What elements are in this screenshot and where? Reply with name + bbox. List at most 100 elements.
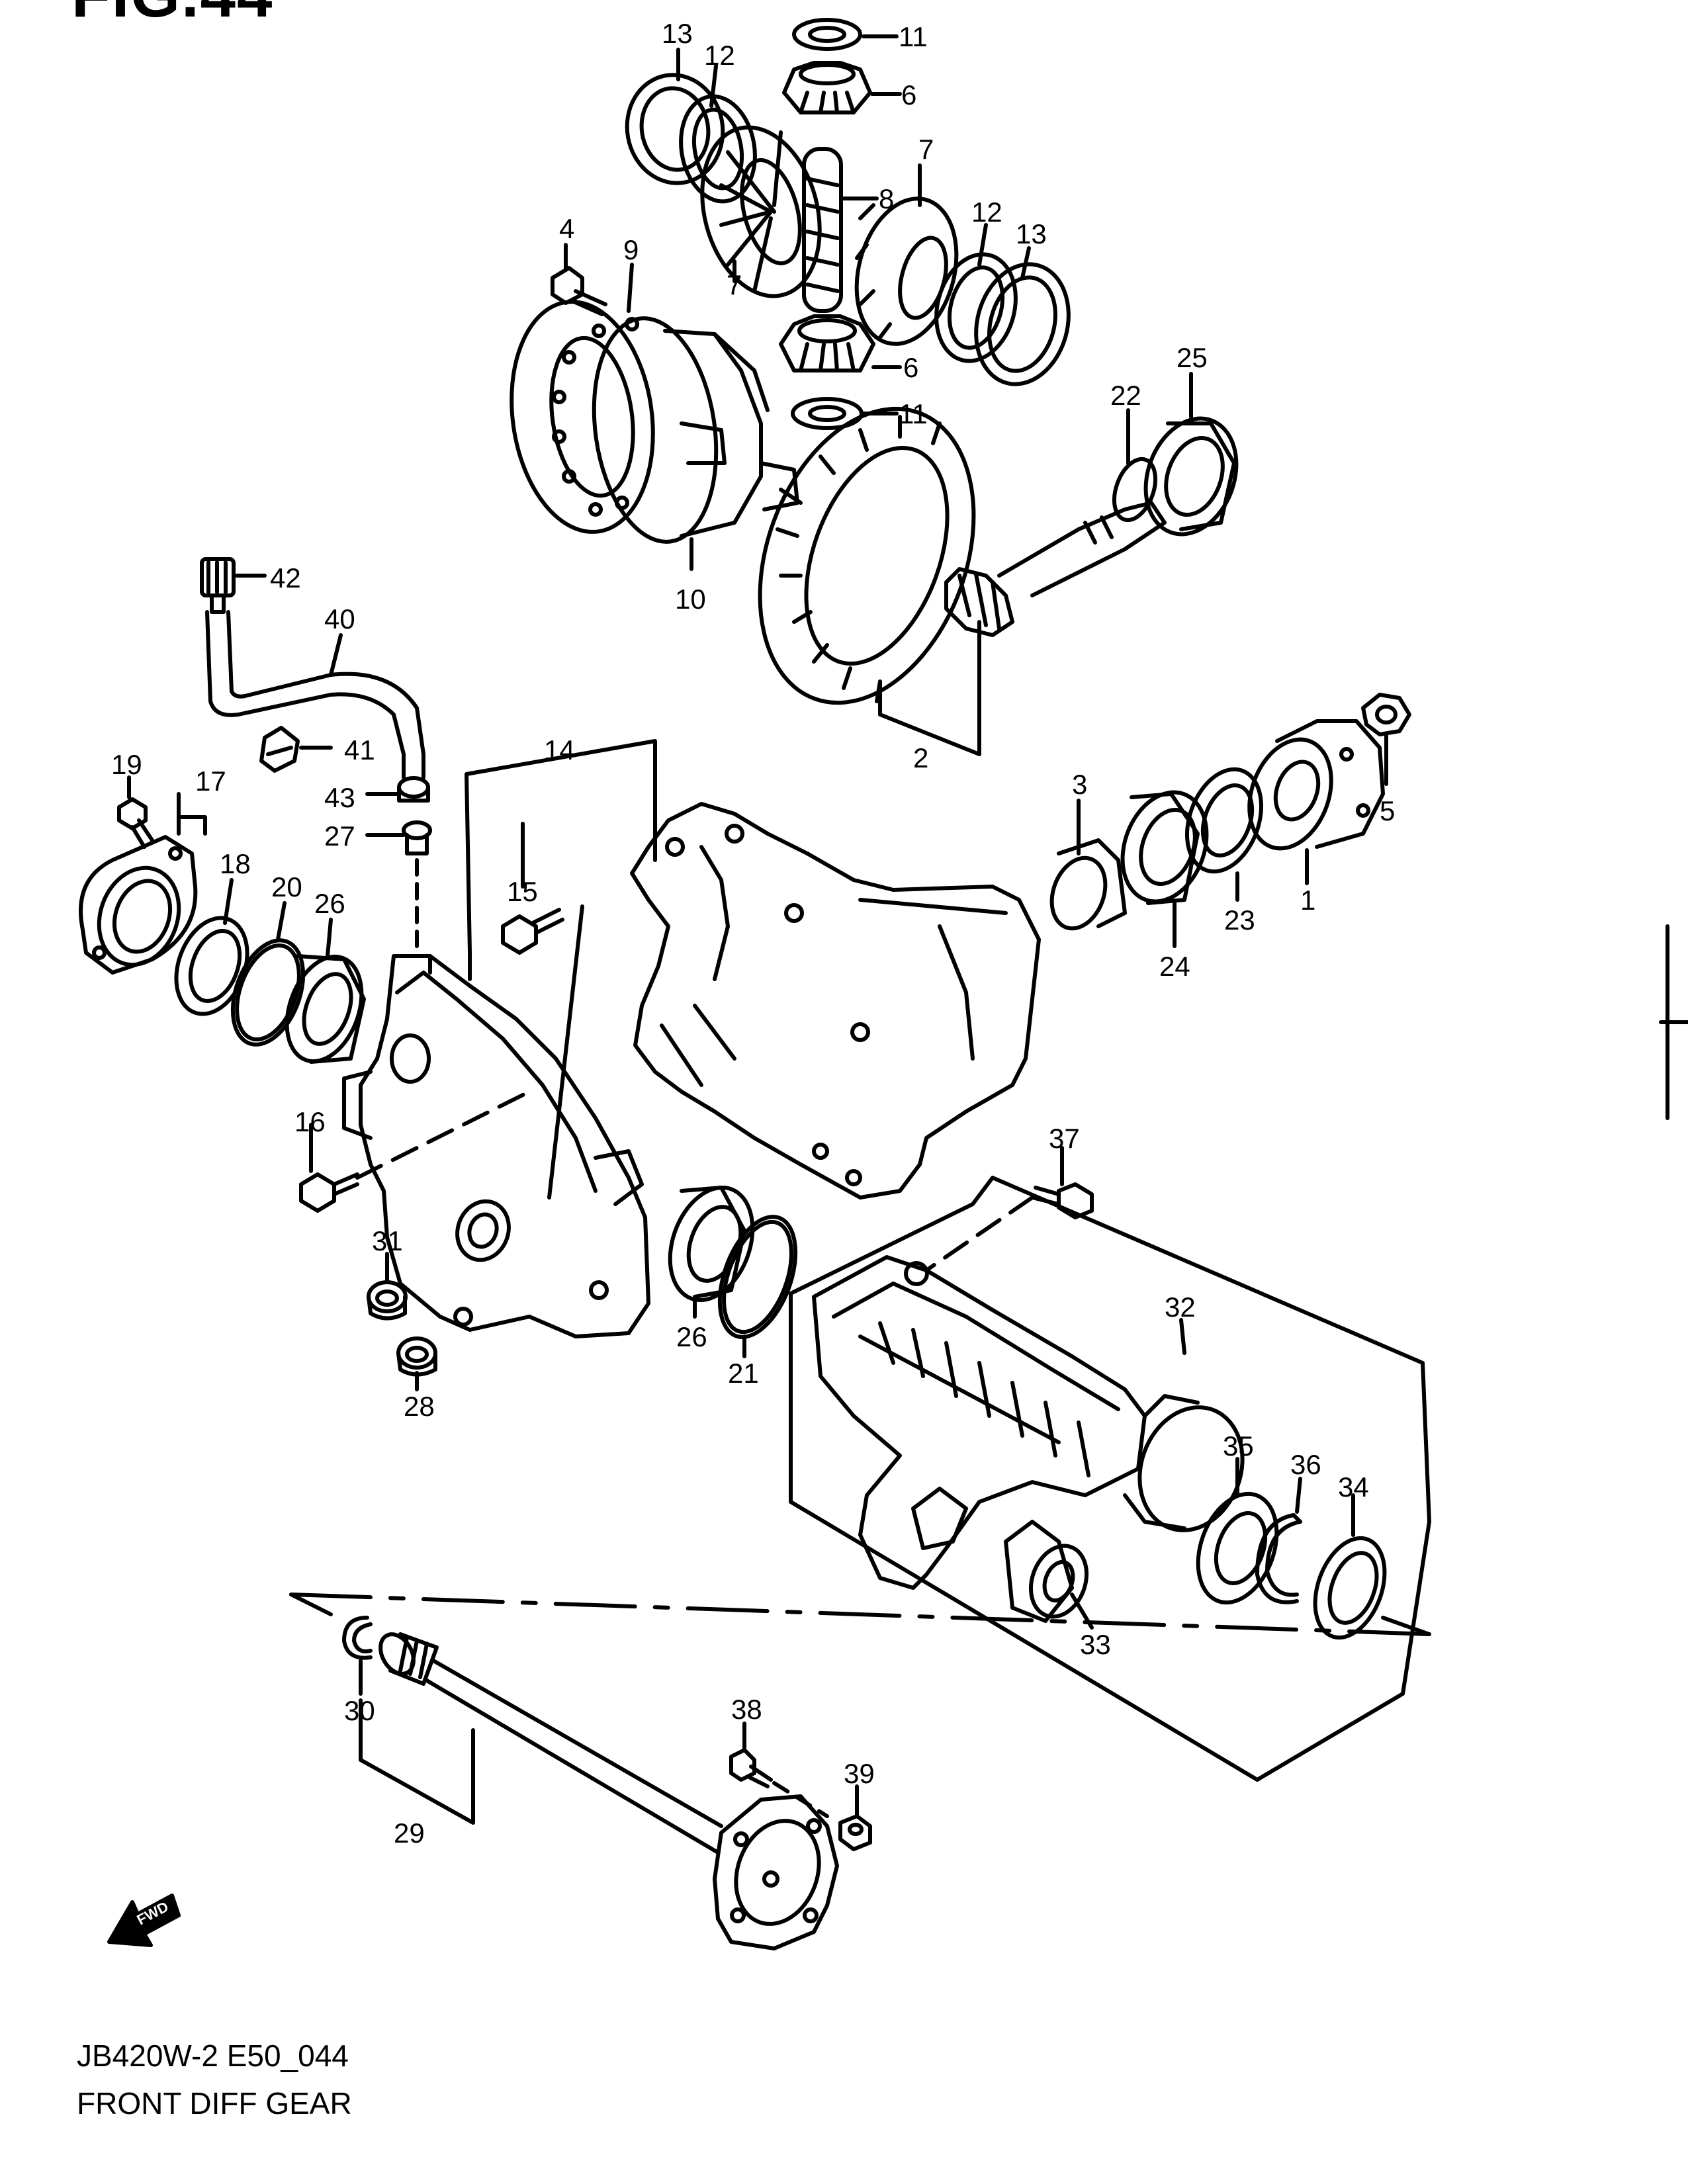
callout-22: 22 xyxy=(1110,380,1141,411)
callout-10: 10 xyxy=(675,584,706,615)
callout-1: 1 xyxy=(1300,885,1315,916)
callout-21: 21 xyxy=(728,1358,759,1389)
callout-5: 5 xyxy=(1380,795,1395,826)
figure-name: FRONT DIFF GEAR xyxy=(77,2086,352,2120)
callout-26-left: 26 xyxy=(314,888,345,919)
shim-13-right xyxy=(974,262,1071,386)
bearing-26-right xyxy=(668,1185,755,1303)
callout-19: 19 xyxy=(111,749,142,780)
callout-6-bottom: 6 xyxy=(903,352,918,383)
hose-clip-41 xyxy=(259,726,300,773)
leader-9 xyxy=(627,263,634,313)
leader-14 xyxy=(465,739,657,955)
leader-18 xyxy=(223,878,234,925)
callout-33: 33 xyxy=(1080,1629,1111,1660)
thrust-washer-11-top xyxy=(792,18,862,51)
snap-ring-36 xyxy=(1255,1513,1302,1604)
drive-pinion-2 xyxy=(944,501,1167,637)
callout-20: 20 xyxy=(271,871,302,902)
callout-15: 15 xyxy=(507,876,538,907)
side-gear-7-right xyxy=(854,197,959,346)
breather-hose-40 xyxy=(205,610,425,779)
leader-38-dash xyxy=(772,1781,829,1818)
callout-3: 3 xyxy=(1072,769,1087,800)
differential-case-10 xyxy=(592,316,799,544)
leader-32-box xyxy=(789,1176,1431,1782)
callout-27: 27 xyxy=(324,820,355,852)
shim-12-left xyxy=(679,94,757,204)
callout-38: 38 xyxy=(731,1694,762,1725)
figure-code: JB420W-2 E50_044 xyxy=(77,2038,349,2073)
carrier-right-half xyxy=(630,802,1041,1200)
o-ring-21 xyxy=(717,1215,798,1339)
callout-17: 17 xyxy=(195,765,226,797)
shim-13-left xyxy=(625,73,725,185)
leader-20 xyxy=(276,901,287,941)
callout-25: 25 xyxy=(1177,342,1208,373)
bolt-19 xyxy=(117,797,154,849)
callout-4: 4 xyxy=(559,213,574,244)
leader-15-line xyxy=(468,904,584,1200)
leader-29 xyxy=(359,1698,475,1825)
callout-32: 32 xyxy=(1165,1291,1196,1323)
leader-17 xyxy=(177,792,207,836)
plug-31 xyxy=(367,1280,408,1321)
ring-gear-2 xyxy=(758,406,976,705)
pinion-gear-6-bottom xyxy=(779,314,875,372)
callout-40: 40 xyxy=(324,603,355,634)
callout-8: 8 xyxy=(879,183,894,214)
callout-9: 9 xyxy=(623,234,639,265)
leader-36 xyxy=(1295,1477,1302,1514)
plug-28 xyxy=(396,1336,437,1377)
callout-11-top: 11 xyxy=(899,21,928,52)
bearing-25 xyxy=(1143,416,1239,537)
callout-36: 36 xyxy=(1290,1449,1321,1480)
carrier-left-half xyxy=(342,954,650,1338)
callout-37: 37 xyxy=(1049,1123,1080,1154)
callout-30: 30 xyxy=(344,1695,375,1726)
callout-13-right: 13 xyxy=(1016,218,1047,249)
fwd-arrow-icon xyxy=(107,1894,181,1947)
shim-12-right xyxy=(934,252,1018,363)
callout-23: 23 xyxy=(1224,904,1255,936)
oil-seal-34 xyxy=(1313,1536,1387,1640)
bolt-37 xyxy=(1030,1182,1094,1219)
mount-bracket-32 xyxy=(812,1255,1147,1590)
pinion-shaft-8 xyxy=(802,147,843,313)
callout-12-right: 12 xyxy=(971,197,1002,228)
leader-2 xyxy=(878,620,981,756)
oil-seal-22 xyxy=(1112,457,1158,523)
snap-ring-30 xyxy=(342,1616,373,1660)
bolt-15 xyxy=(501,908,564,955)
leader-40 xyxy=(329,633,343,677)
callout-41: 41 xyxy=(344,734,375,765)
bolt-16 xyxy=(299,1172,359,1213)
callout-6-top: 6 xyxy=(901,79,916,110)
registration-mark xyxy=(1659,924,1688,1120)
callout-7-right: 7 xyxy=(918,134,934,165)
leader-26a xyxy=(326,918,333,958)
spacer-3 xyxy=(1049,838,1127,931)
nut-39 xyxy=(838,1814,872,1851)
callout-42: 42 xyxy=(270,562,301,593)
leader-37-dash xyxy=(924,1196,1034,1272)
callout-12-top-left: 12 xyxy=(704,40,735,71)
bushing-33 xyxy=(1004,1520,1089,1623)
leader-32 xyxy=(1179,1318,1186,1355)
ring-gear-flange-9 xyxy=(510,300,655,534)
callout-13-top-left: 13 xyxy=(662,18,693,49)
axle-shaft-29 xyxy=(378,1632,723,1855)
nut-5 xyxy=(1361,693,1411,736)
axis-line xyxy=(289,1593,1431,1636)
callout-18: 18 xyxy=(220,848,251,879)
leader-13b xyxy=(1020,246,1031,280)
callout-35: 35 xyxy=(1223,1430,1254,1462)
union-43 xyxy=(397,776,430,803)
callout-11-bottom: 11 xyxy=(899,398,928,429)
breather-cap-42 xyxy=(200,557,236,614)
callout-7-left: 7 xyxy=(727,269,742,300)
o-ring-20 xyxy=(230,938,306,1047)
callout-34: 34 xyxy=(1338,1471,1369,1503)
callout-2: 2 xyxy=(913,742,928,773)
